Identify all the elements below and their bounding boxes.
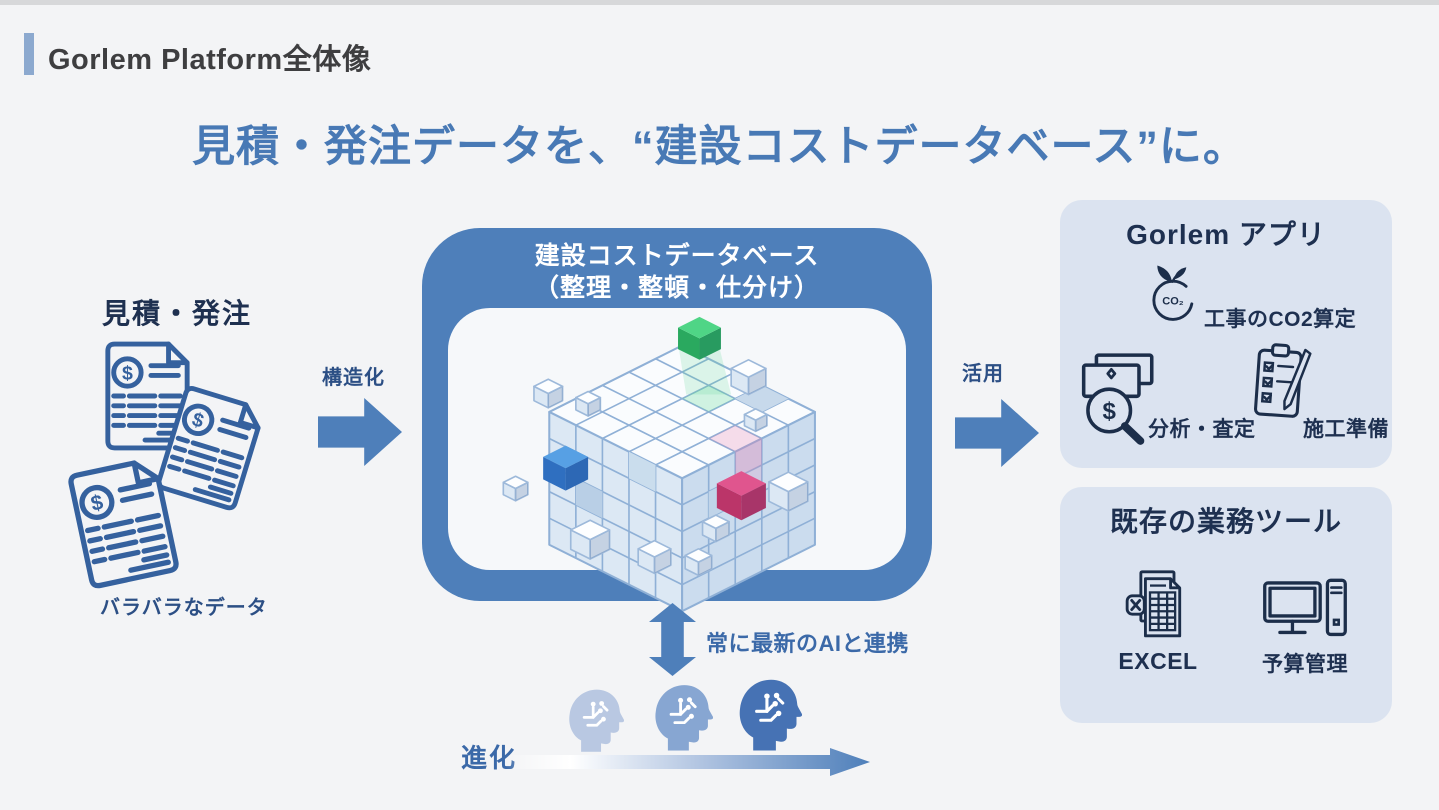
- structuring-label: 構造化: [322, 367, 385, 389]
- data-cube-graphic: [502, 316, 816, 613]
- gorlem-app-title: Gorlem アプリ: [1126, 219, 1326, 250]
- gorlem-app-box: Gorlem アプリ CO₂ 工事のCO2算定 $: [1060, 200, 1392, 468]
- existing-tools-box: 既存の業務ツール EXCEL: [1060, 487, 1392, 723]
- database-title-line2: （整理・整頓・仕分け）: [533, 274, 820, 302]
- right-arrow-icon: [318, 398, 402, 466]
- main-headline: 見積・発注データを、“建設コストデータベース”に。: [192, 123, 1247, 171]
- ai-head-icon: [736, 671, 802, 753]
- header-accent-bar: [24, 33, 34, 75]
- dollar-glyph: $: [1102, 398, 1116, 425]
- ai-head-icon: [566, 682, 624, 754]
- utilization-label: 活用: [962, 363, 1004, 385]
- database-box: 建設コストデータベース （整理・整頓・仕分け）: [422, 228, 932, 613]
- top-strip: [0, 0, 1439, 5]
- excel-spreadsheet-icon: [1125, 567, 1190, 643]
- budget-management-label: 予算管理: [1262, 653, 1348, 676]
- co2-glyph: CO₂: [1162, 295, 1184, 307]
- evolution-gradient-arrow: [505, 748, 870, 776]
- construction-prep-label: 施工準備: [1303, 418, 1389, 441]
- excel-label: EXCEL: [1118, 648, 1198, 674]
- clipboard-pen-icon: [1250, 340, 1314, 424]
- co2-calc-label: 工事のCO2算定: [1204, 308, 1357, 331]
- database-title-line1: 建設コストデータベース: [534, 242, 820, 270]
- existing-tools-title: 既存の業務ツール: [1109, 506, 1342, 537]
- scattered-data-caption: バラバラなデータ: [100, 597, 268, 619]
- right-arrow-icon: [955, 399, 1039, 467]
- money-magnifier-icon: $: [1078, 348, 1156, 446]
- ai-sync-label: 常に最新のAIと連携: [706, 631, 910, 656]
- ai-head-icon: [652, 677, 713, 753]
- co2-leaf-icon: CO₂: [1144, 248, 1202, 334]
- estimates-orders-heading: 見積・発注: [102, 298, 253, 329]
- analysis-label: 分析・査定: [1148, 418, 1256, 441]
- database-box-title: 建設コストデータベース （整理・整頓・仕分け）: [422, 240, 932, 304]
- desktop-computer-icon: [1260, 578, 1350, 645]
- page-title: Gorlem Platform全体像: [48, 44, 372, 76]
